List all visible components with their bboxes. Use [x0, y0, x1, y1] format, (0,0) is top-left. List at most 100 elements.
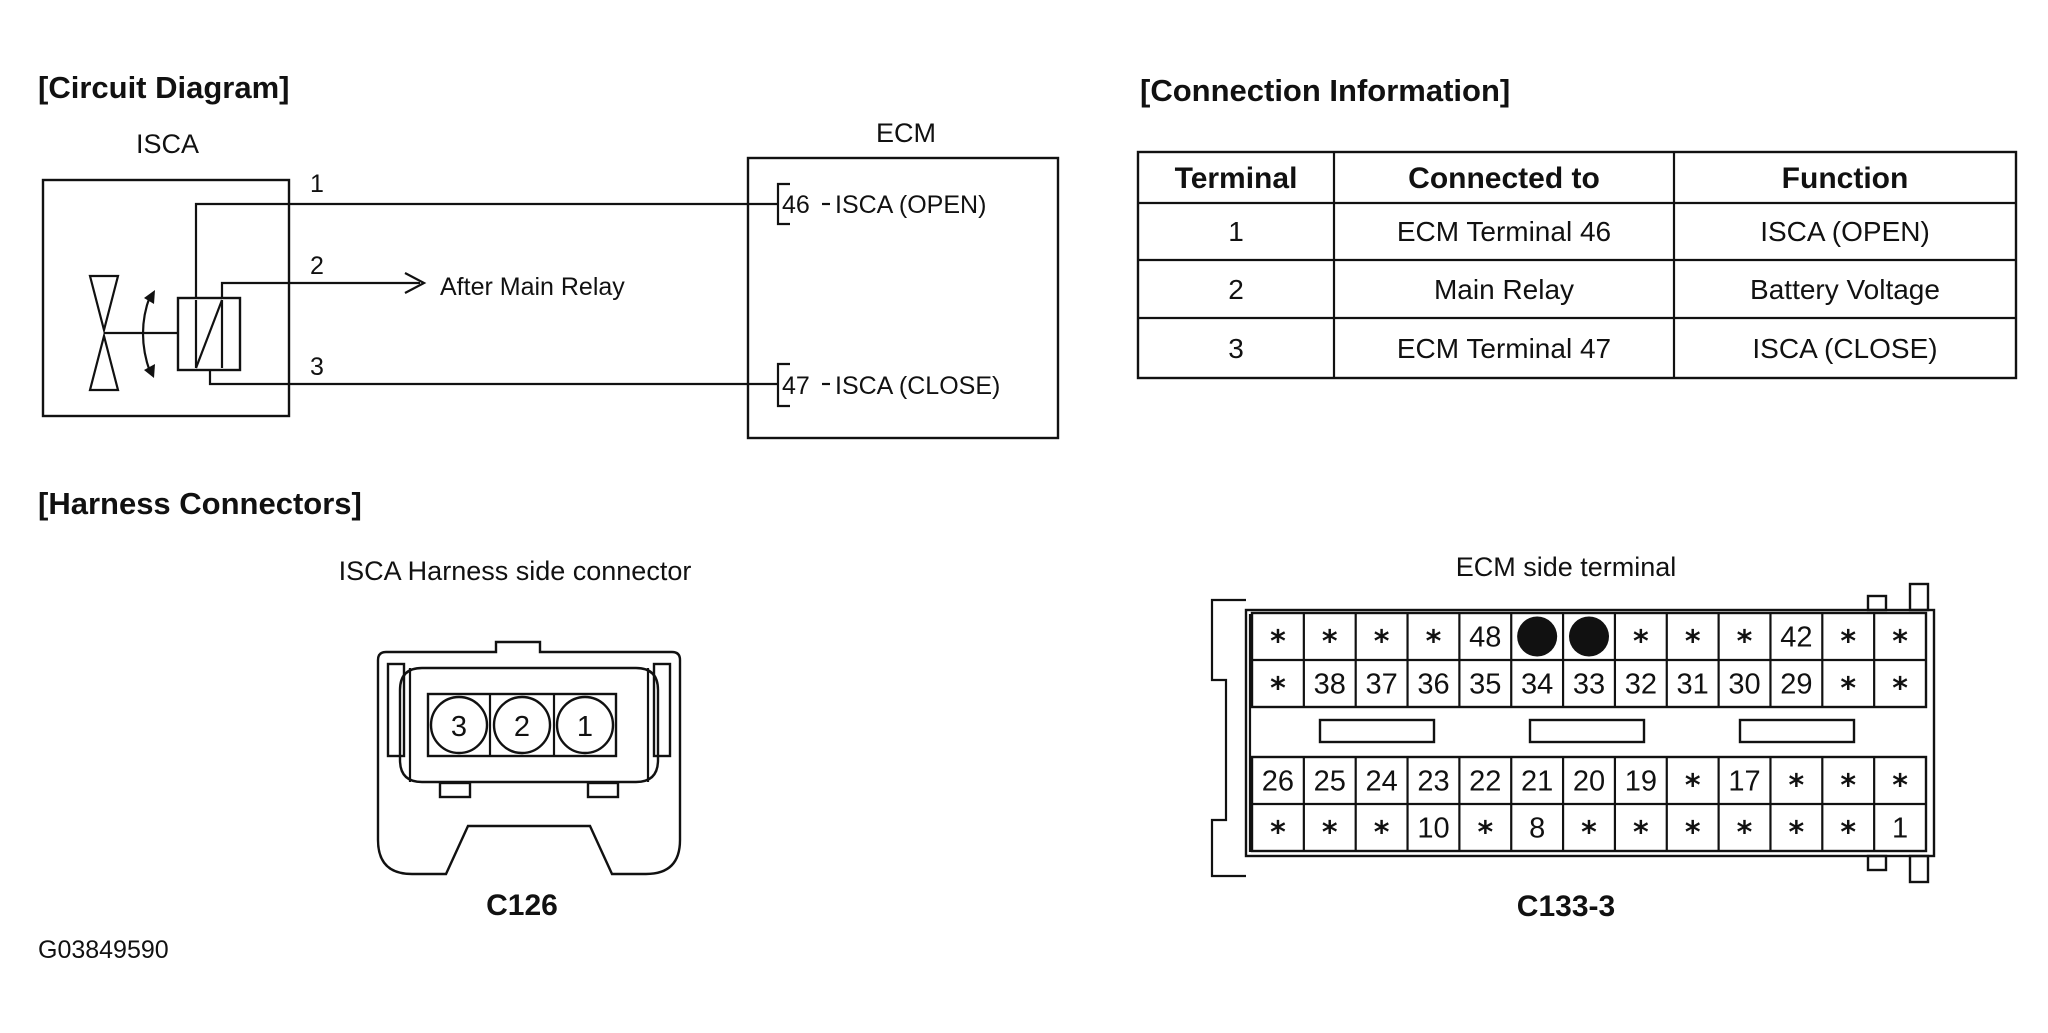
- ecm-pin-unused-dot: [1517, 616, 1558, 657]
- connection-information-title: [Connection Information]: [1140, 73, 1510, 108]
- table-cell: Battery Voltage: [1750, 274, 1940, 305]
- ecm-pin-number: 25: [1314, 766, 1346, 798]
- isca-connector-shell: [376, 640, 682, 876]
- isca-wire-3-internal: [208, 370, 289, 386]
- isca-pin-label: 3: [451, 711, 467, 743]
- ecm-connector-body: [1244, 608, 1936, 858]
- ecm-label: ECM: [876, 118, 936, 148]
- ecm-pin-empty: *: [1374, 625, 1390, 660]
- ecm-pin-number: 37: [1365, 669, 1397, 701]
- ecm-pin-number: 20: [1573, 766, 1605, 798]
- ecm-pin-number: 34: [1521, 669, 1553, 701]
- ecm-pin-empty: *: [1892, 672, 1908, 707]
- ecm-pin-empty: *: [1789, 816, 1805, 851]
- isca-harness-connector: ISCA Harness side connector 3 2 1 C126: [339, 556, 692, 922]
- ecm-pin-empty: *: [1685, 769, 1701, 804]
- ecm-pin-number: 33: [1573, 669, 1605, 701]
- table-cell: ISCA (OPEN): [1760, 216, 1930, 247]
- ecm-pin-47-number: 47: [782, 372, 810, 400]
- figure-id: G03849590: [38, 936, 169, 964]
- ecm-pin-number: 29: [1780, 669, 1812, 701]
- ecm-pin-46-bracket: [776, 182, 790, 226]
- ecm-pin-empty: *: [1789, 769, 1805, 804]
- ecm-pin-empty: *: [1840, 625, 1856, 660]
- ecm-pin-empty: *: [1892, 769, 1908, 804]
- after-main-relay-label: After Main Relay: [440, 273, 625, 301]
- ecm-pin-number: 23: [1417, 766, 1449, 798]
- isca-wire-2-internal: [220, 281, 289, 298]
- ecm-pin-empty: *: [1633, 625, 1649, 660]
- isca-label: ISCA: [136, 129, 199, 159]
- ecm-pin-number: 38: [1314, 669, 1346, 701]
- ecm-pin-number: 30: [1728, 669, 1760, 701]
- ecm-pin-number: 42: [1780, 622, 1812, 654]
- ecm-pin-empty: *: [1426, 625, 1442, 660]
- circuit-diagram: ISCA 1 2 3 After Main Relay: [41, 118, 1060, 440]
- connection-table: Terminal Connected to Function 1 ECM Ter…: [1136, 150, 2018, 380]
- table-header-connected-to: Connected to: [1408, 162, 1600, 195]
- table-cell: ECM Terminal 47: [1397, 333, 1611, 364]
- ecm-pin-number: 21: [1521, 766, 1553, 798]
- arrow-after-main-relay: [404, 272, 427, 294]
- ecm-pin-number: 10: [1417, 813, 1449, 845]
- ecm-pin-number: 24: [1365, 766, 1397, 798]
- wire-1-label: 1: [310, 170, 324, 198]
- isca-pin-1: [555, 695, 615, 755]
- ecm-pin-empty: *: [1270, 625, 1286, 660]
- ecm-pin-empty: *: [1840, 672, 1856, 707]
- isca-pin-label: 1: [577, 711, 593, 743]
- ecm-pin-empty: *: [1892, 625, 1908, 660]
- ecm-pin-47-name: ISCA (CLOSE): [835, 372, 1000, 400]
- rotation-arrow: [141, 295, 152, 373]
- ecm-pin-number: 19: [1625, 766, 1657, 798]
- ecm-connector-left-flange: [1210, 598, 1246, 878]
- ecm-pin-number: 32: [1625, 669, 1657, 701]
- ecm-pin-empty: *: [1322, 625, 1338, 660]
- ecm-pin-number: 1: [1892, 813, 1908, 845]
- ecm-pin-number: 31: [1677, 669, 1709, 701]
- ecm-pin-empty: *: [1840, 816, 1856, 851]
- ecm-pin-empty: *: [1322, 816, 1338, 851]
- coil-symbol: [176, 296, 242, 372]
- wire-2-label: 2: [310, 252, 324, 280]
- isca-connector-housing: [398, 666, 660, 784]
- table-cell: Main Relay: [1434, 274, 1574, 305]
- ecm-pin-empty: *: [1685, 816, 1701, 851]
- ecm-pin-empty: *: [1633, 816, 1649, 851]
- ecm-pin-unused-dot: [1569, 616, 1609, 657]
- ecm-connector-code: C133-3: [1517, 890, 1615, 923]
- ecm-connector-title: ECM side terminal: [1456, 552, 1677, 582]
- table-header-function: Function: [1782, 162, 1909, 195]
- ecm-pin-empty: *: [1840, 769, 1856, 804]
- ecm-pin-number: 36: [1417, 669, 1449, 701]
- table-cell: 1: [1228, 216, 1244, 247]
- isca-pin-2: [492, 695, 552, 755]
- ecm-pin-number: 17: [1728, 766, 1760, 798]
- ecm-pin-empty: *: [1737, 816, 1753, 851]
- ecm-box: [746, 156, 1060, 440]
- isca-connector-title: ISCA Harness side connector: [339, 556, 692, 586]
- isca-connector-code: C126: [486, 889, 558, 922]
- isca-box: [41, 178, 291, 418]
- ecm-pin-empty: *: [1737, 625, 1753, 660]
- ecm-pin-empty: *: [1685, 625, 1701, 660]
- ecm-pin-47-bracket: [776, 362, 790, 408]
- harness-connectors-title: [Harness Connectors]: [38, 486, 362, 521]
- ecm-pin-empty: *: [1270, 816, 1286, 851]
- ecm-pin-empty: *: [1581, 816, 1597, 851]
- ecm-pin-empty: *: [1477, 816, 1493, 851]
- table-cell: 3: [1228, 333, 1244, 364]
- isca-wire-1-internal: [194, 202, 289, 298]
- table-cell: ISCA (CLOSE): [1752, 333, 1937, 364]
- table-cell: 2: [1228, 274, 1244, 305]
- table-cell: ECM Terminal 46: [1397, 216, 1611, 247]
- ecm-pin-number: 8: [1529, 813, 1545, 845]
- table-header-terminal: Terminal: [1175, 162, 1298, 195]
- isca-pin-label: 2: [514, 711, 530, 743]
- circuit-diagram-title: [Circuit Diagram]: [38, 70, 289, 105]
- ecm-pin-46-number: 46: [782, 191, 810, 219]
- isca-pin-3: [429, 695, 489, 755]
- ecm-pin-46-name: ISCA (OPEN): [835, 191, 986, 219]
